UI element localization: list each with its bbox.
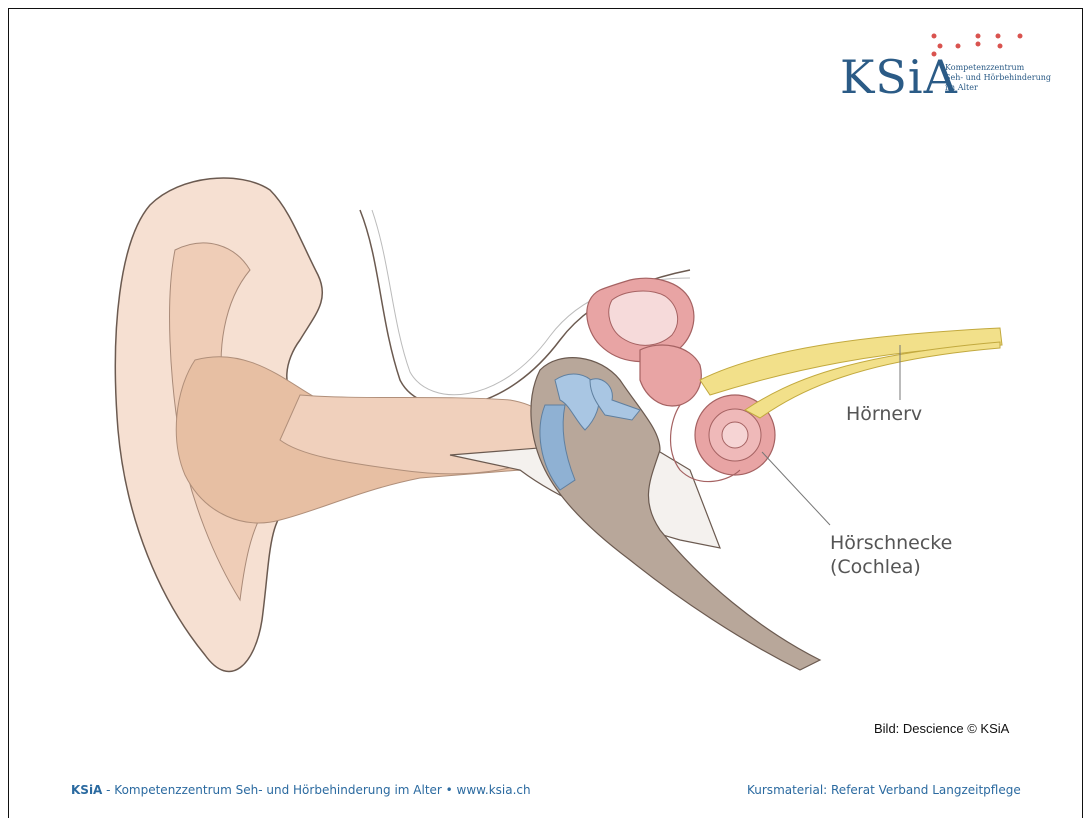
label-hoerschnecke: Hörschnecke (Cochlea) [830, 531, 952, 579]
cochlea-leader-line [762, 452, 830, 525]
cochlea-inner [722, 422, 748, 448]
footer-left-text: - Kompetenzzentrum Seh- und Hörbehinderu… [102, 783, 530, 797]
label-cochlea-line-2: (Cochlea) [830, 555, 952, 579]
footer-right: Kursmaterial: Referat Verband Langzeitpf… [747, 783, 1021, 797]
image-credit: Bild: Descience © KSiA [874, 721, 1009, 736]
vestibule [640, 345, 701, 406]
auditory-nerve [700, 328, 1002, 395]
footer-left: KSiA - Kompetenzzentrum Seh- und Hörbehi… [71, 783, 531, 797]
label-cochlea-line-1: Hörschnecke [830, 531, 952, 555]
footer-brand: KSiA [71, 783, 102, 797]
label-hoernerv: Hörnerv [846, 402, 922, 426]
